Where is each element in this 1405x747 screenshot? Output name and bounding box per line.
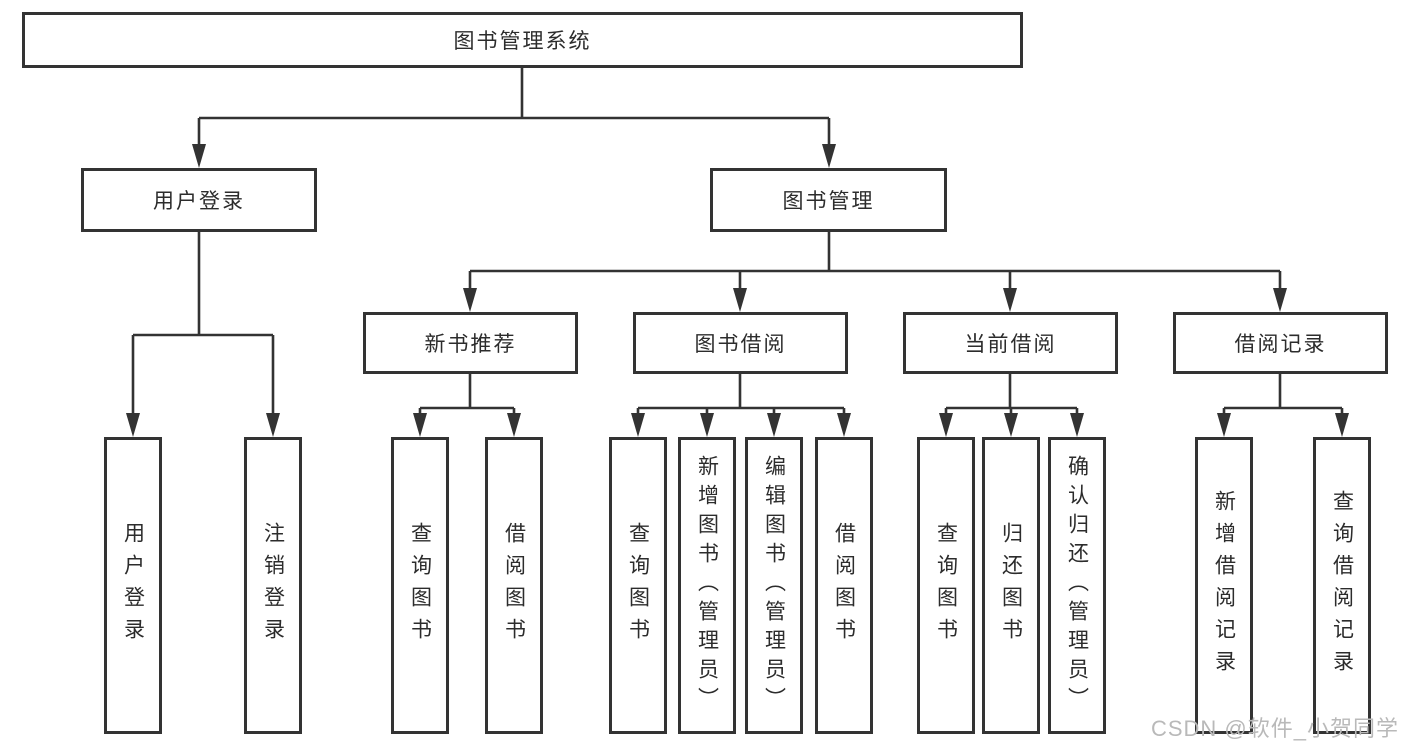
- connector-newbooks-to-leaves: [418, 374, 516, 420]
- arrowhead-icon: [413, 413, 427, 437]
- arrowhead-icon: [733, 288, 747, 312]
- arrowhead-icon: [822, 144, 836, 168]
- leaf-add-borrow-record: 新增借阅记录: [1195, 437, 1253, 734]
- leaf-edit-book-admin: 编辑图书（管理员）: [745, 437, 803, 734]
- arrowhead-icon: [700, 413, 714, 437]
- arrowhead-icon: [507, 413, 521, 437]
- connector-records-to-leaves: [1222, 374, 1344, 420]
- node-borrow-records: 借阅记录: [1173, 312, 1388, 374]
- arrowhead-icon: [192, 144, 206, 168]
- arrowheads: [126, 144, 1349, 437]
- arrowhead-icon: [1070, 413, 1084, 437]
- leaf-confirm-return-admin: 确认归还（管理员）: [1048, 437, 1106, 734]
- arrowhead-icon: [1335, 413, 1349, 437]
- node-current-borrow: 当前借阅: [903, 312, 1118, 374]
- arrowhead-icon: [631, 413, 645, 437]
- leaf-query-books-borrow: 查询图书: [609, 437, 667, 734]
- leaf-return-book: 归还图书: [982, 437, 1040, 734]
- leaf-query-books-current: 查询图书: [917, 437, 975, 734]
- node-new-book-recommend: 新书推荐: [363, 312, 578, 374]
- leaf-borrow-books-recommend: 借阅图书: [485, 437, 543, 734]
- connector-root-to-level2: [197, 68, 831, 150]
- connector-userlogin-to-leaves: [131, 232, 275, 420]
- arrowhead-icon: [1004, 413, 1018, 437]
- leaf-query-books-recommend: 查询图书: [391, 437, 449, 734]
- arrowhead-icon: [1003, 288, 1017, 312]
- node-user-login: 用户登录: [81, 168, 317, 232]
- arrowhead-icon: [767, 413, 781, 437]
- arrowhead-icon: [126, 413, 140, 437]
- node-root-system: 图书管理系统: [22, 12, 1023, 68]
- node-book-borrow: 图书借阅: [633, 312, 848, 374]
- watermark: CSDN @软件_小贺同学: [1150, 716, 1399, 741]
- connector-bookborrow-to-leaves: [636, 374, 846, 420]
- leaf-add-book-admin: 新增图书（管理员）: [678, 437, 736, 734]
- arrowhead-icon: [1217, 413, 1231, 437]
- leaf-logout: 注销登录: [244, 437, 302, 734]
- node-book-management: 图书管理: [710, 168, 947, 232]
- arrowhead-icon: [1273, 288, 1287, 312]
- arrowhead-icon: [837, 413, 851, 437]
- connector-bookmgmt-to-level3: [468, 232, 1282, 294]
- leaf-query-borrow-record: 查询借阅记录: [1313, 437, 1371, 734]
- leaf-user-login: 用户登录: [104, 437, 162, 734]
- leaf-borrow-books: 借阅图书: [815, 437, 873, 734]
- arrowhead-icon: [266, 413, 280, 437]
- arrowhead-icon: [939, 413, 953, 437]
- arrowhead-icon: [463, 288, 477, 312]
